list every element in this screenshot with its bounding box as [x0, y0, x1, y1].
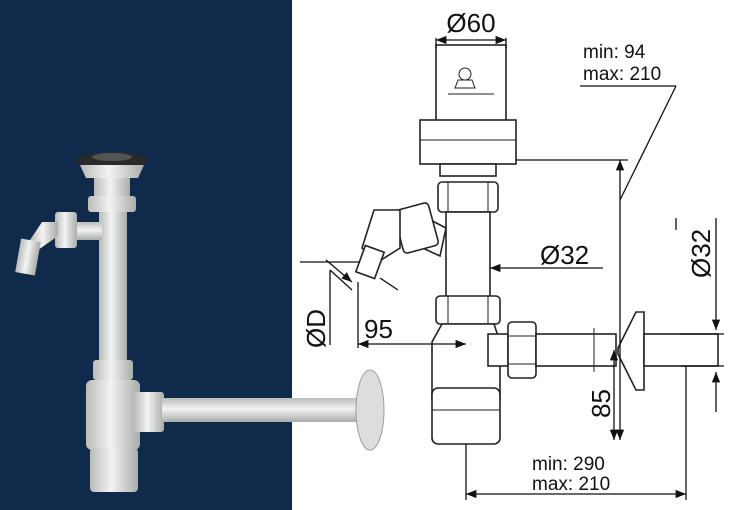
- offset-95-label: 95: [364, 314, 393, 344]
- max-length-label: max: 210: [532, 474, 610, 495]
- outlet-diameter-label: Ø32: [540, 240, 589, 270]
- strainer-head: [435, 44, 507, 124]
- top-diameter-label: Ø60: [446, 8, 495, 38]
- outlet-nut: [507, 321, 537, 379]
- upper-nut: [437, 181, 499, 213]
- product-photo: [15, 152, 385, 492]
- height-85-label: 85: [586, 389, 616, 418]
- outlet-pipe: [535, 333, 617, 367]
- side-diameter-label: Ø32: [686, 229, 716, 278]
- min-height-label: min: 94: [583, 42, 646, 63]
- washer-inlet-diameter-label: ØD: [301, 309, 331, 348]
- min-length-label: min: 290: [532, 454, 605, 475]
- max-height-label: max: 210: [583, 64, 661, 85]
- wall-flange: [617, 311, 645, 391]
- technical-drawing: Ø60 min: 94 max: 210 Ø32 Ø32 ØD: [300, 8, 724, 500]
- trap-cup: [431, 387, 501, 445]
- strainer-flange: [419, 119, 517, 165]
- vertical-pipe: [445, 211, 491, 298]
- lower-nut: [435, 295, 501, 325]
